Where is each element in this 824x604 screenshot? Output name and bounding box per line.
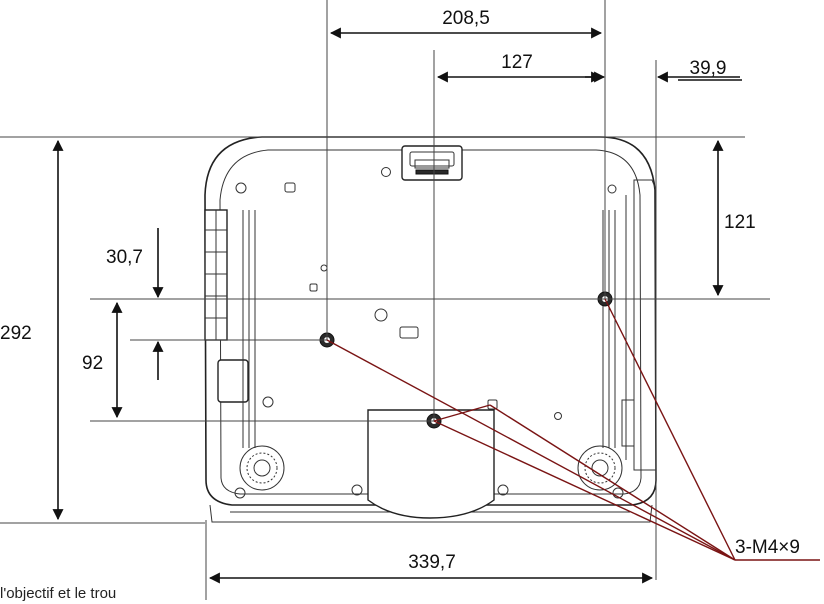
body-base-strip xyxy=(209,504,653,523)
label-width-total: 339,7 xyxy=(408,552,456,573)
label-screw-spec: 3-M4×9 xyxy=(735,537,800,558)
callout-leaders xyxy=(326,298,820,561)
projector-body xyxy=(204,136,657,523)
label-hole-depth-gap: 92 xyxy=(82,353,103,374)
lens-cover-plate xyxy=(367,409,495,519)
small-slot-icon xyxy=(487,399,498,410)
label-front-to-hole: 121 xyxy=(724,212,756,233)
small-hole-icon xyxy=(374,308,388,322)
left-rails xyxy=(242,210,256,448)
right-side-panel xyxy=(621,179,657,471)
extension-lines xyxy=(0,0,770,600)
small-slot-icon xyxy=(284,182,296,193)
label-hole-span-wide: 208,5 xyxy=(442,8,490,29)
small-hole-icon xyxy=(497,484,509,496)
right-rails xyxy=(602,210,616,448)
left-vent-grille xyxy=(204,209,228,341)
left-side-port xyxy=(217,359,249,403)
label-depth-total: 292 xyxy=(0,323,32,344)
small-hole-icon xyxy=(262,396,274,408)
small-hole-icon xyxy=(381,167,391,177)
right-foot xyxy=(577,445,623,491)
small-hole-icon xyxy=(235,182,247,194)
top-clip xyxy=(401,145,463,181)
caption-fragment: l'objectif et le trou xyxy=(0,585,116,602)
label-hole-span-narrow: 127 xyxy=(501,52,533,73)
small-slot-icon xyxy=(309,283,318,292)
label-hole-step: 30,7 xyxy=(106,247,143,268)
label-rear-offset: 39,9 xyxy=(690,58,727,79)
small-hole-icon xyxy=(607,184,617,194)
small-hole-icon xyxy=(320,264,328,272)
small-hole-icon xyxy=(612,487,624,499)
small-hole-icon xyxy=(351,484,363,496)
small-hole-icon xyxy=(234,487,246,499)
left-foot xyxy=(239,445,285,491)
small-slot-icon xyxy=(399,326,419,339)
small-hole-icon xyxy=(554,412,562,420)
